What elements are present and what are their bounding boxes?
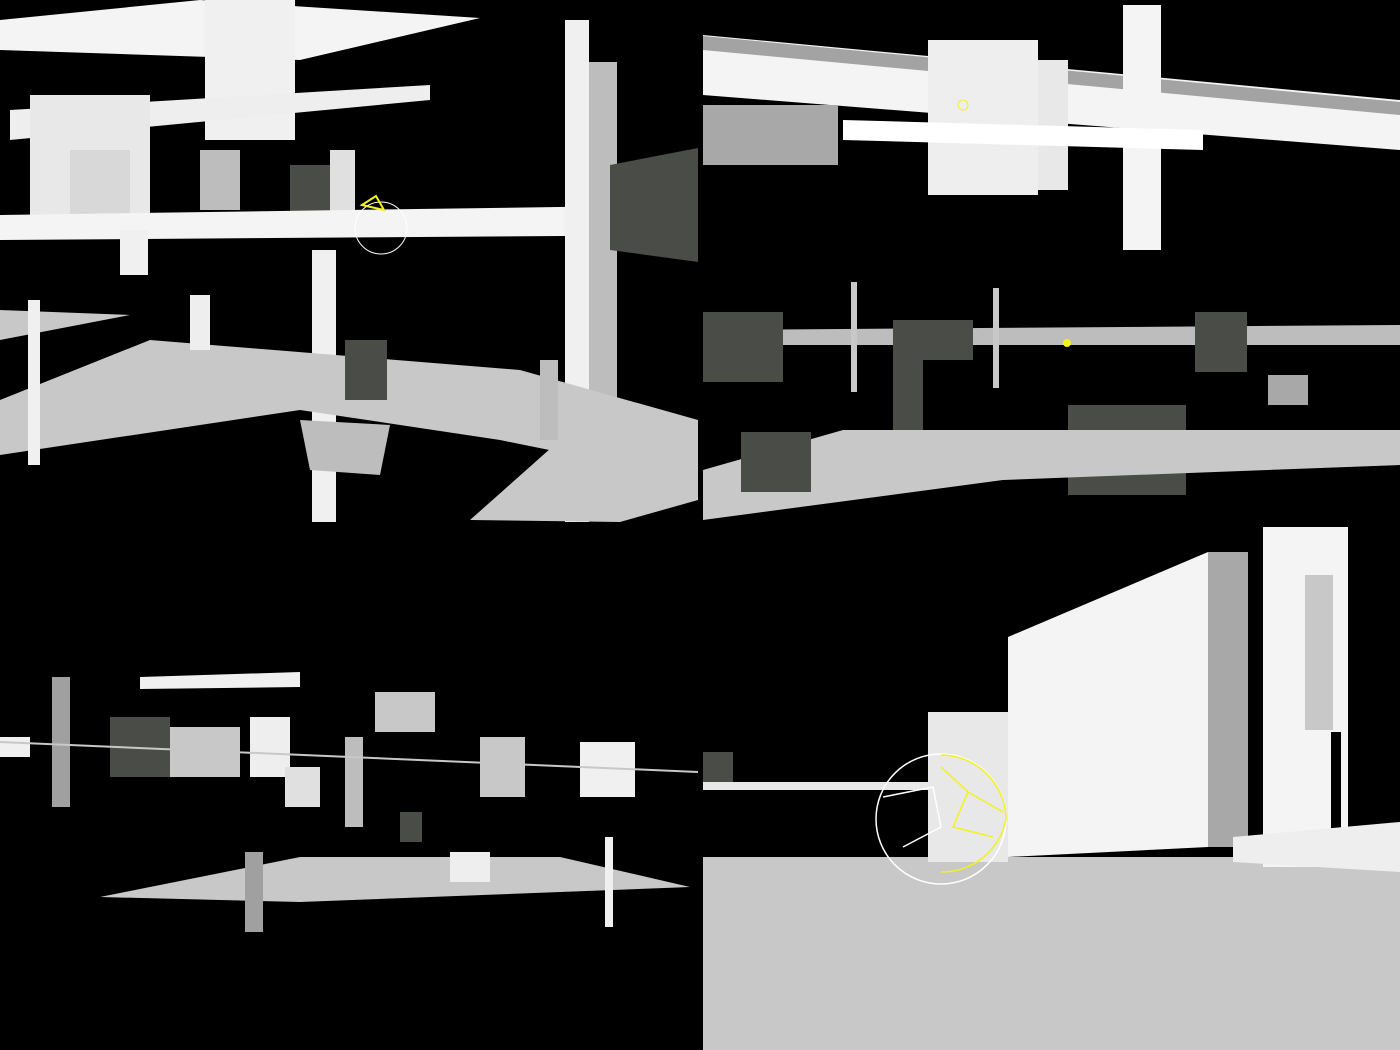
viewport-top-left[interactable] (0, 0, 698, 522)
wireframe-sphere (875, 753, 1007, 885)
viewport-top-right[interactable] (703, 0, 1400, 522)
scene-render-first-person (703, 527, 1400, 1050)
viewport-bottom-right[interactable] (703, 527, 1400, 1050)
scene-render-perspective-2 (703, 5, 1400, 520)
scene-render-overview (0, 672, 698, 932)
scene-render-perspective-1 (0, 0, 698, 522)
viewport-bottom-left[interactable] (0, 527, 698, 1050)
